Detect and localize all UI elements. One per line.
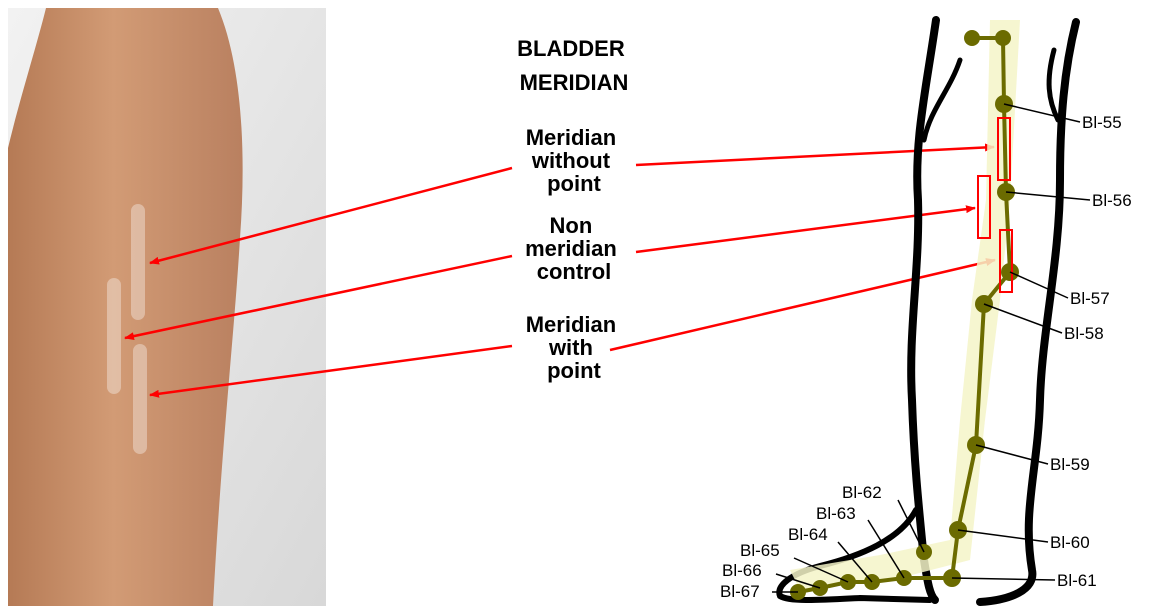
label-bl-56: Bl-56 [1092, 191, 1132, 210]
arrow-to-meridian-without-point [636, 147, 994, 165]
arrow-to-strip-with-point [150, 346, 512, 395]
arrow-to-control-zone [636, 208, 975, 252]
arrow-to-meridian-with-point [610, 260, 995, 350]
label-bl-66: Bl-66 [722, 561, 762, 580]
label-bl-61: Bl-61 [1057, 571, 1097, 590]
label-bl-58: Bl-58 [1064, 324, 1104, 343]
arrow-to-strip-without-point [150, 168, 512, 263]
label-bl-64: Bl-64 [788, 525, 828, 544]
callout-non-meridian-control: Non meridian control [525, 213, 623, 284]
diagram-title: BLADDER MERIDIAN [517, 36, 631, 95]
arrow-to-strip-control [125, 256, 512, 338]
label-bl-60: Bl-60 [1050, 533, 1090, 552]
callout-meridian-without-point: Meridian without point [526, 125, 623, 196]
label-bl-62: Bl-62 [842, 483, 882, 502]
callout-meridian-with-point: Meridian with point [526, 312, 623, 383]
label-bl-55: Bl-55 [1082, 113, 1122, 132]
label-bl-65: Bl-65 [740, 541, 780, 560]
label-bl-63: Bl-63 [816, 504, 856, 523]
label-bl-57: Bl-57 [1070, 289, 1110, 308]
label-bl-67: Bl-67 [720, 582, 760, 601]
label-bl-59: Bl-59 [1050, 455, 1090, 474]
